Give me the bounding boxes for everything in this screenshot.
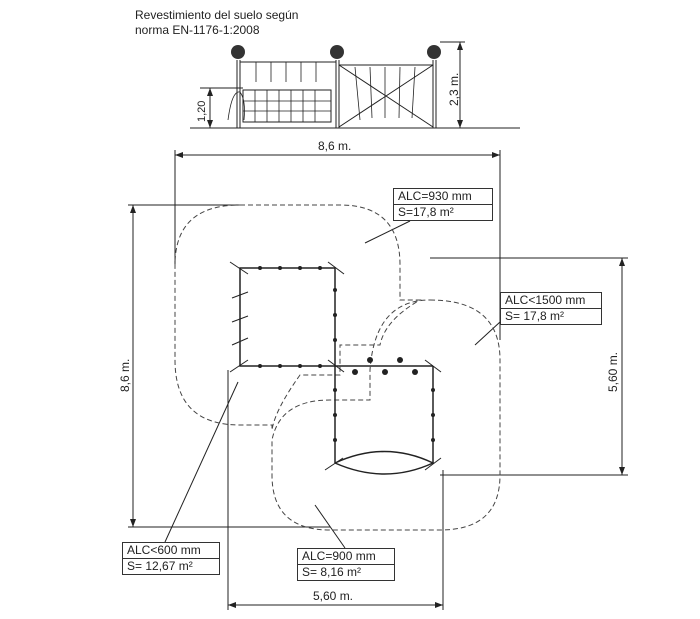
zone-area: S= 17,8 m² (501, 308, 601, 324)
dimension-left-height: 8,6 m. (118, 358, 132, 392)
zone-area: S=17,8 m² (394, 204, 492, 220)
zone-label-2: ALC<1500 mm S= 17,8 m² (500, 292, 602, 325)
dimension-top-width: 8,6 m. (318, 139, 352, 153)
zone-alc: ALC<600 mm (127, 543, 201, 557)
dimension-right-height: 5,60 m. (606, 351, 620, 392)
zone-area: S= 8,16 m² (298, 564, 394, 580)
plan-structure (229, 261, 442, 475)
zone-alc: ALC=930 mm (398, 189, 472, 203)
zone-area: S= 12,67 m² (123, 558, 219, 574)
title-line-1: Revestimiento del suelo según (135, 8, 299, 22)
zone-alc: ALC=900 mm (302, 549, 376, 563)
dimension-bottom-width: 5,60 m. (313, 589, 354, 603)
title-line-2: norma EN-1176-1:2008 (135, 23, 260, 37)
elevation-view (190, 41, 520, 129)
zone-label-4: ALC=900 mm S= 8,16 m² (297, 548, 395, 581)
elevation-height-platform: 1,20 (196, 100, 208, 122)
safety-zones (174, 204, 501, 531)
zone-label-1: ALC=930 mm S=17,8 m² (393, 188, 493, 221)
elevation-height-total: 2,3 m. (447, 72, 461, 106)
zone-alc: ALC<1500 mm (505, 293, 586, 307)
zone-label-3: ALC<600 mm S= 12,67 m² (122, 542, 220, 575)
